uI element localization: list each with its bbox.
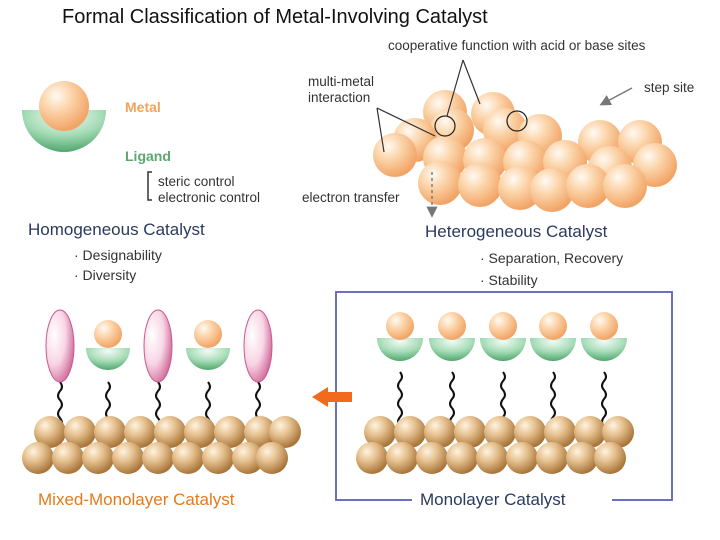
monolayer-frame <box>335 291 673 501</box>
metal-particle-cluster <box>373 90 677 212</box>
legend-ligand-label: Ligand <box>125 148 171 164</box>
heterogeneous-bullet: · Stability <box>480 272 538 288</box>
legend-metal-label: Metal <box>125 99 161 115</box>
monolayer-assembly <box>356 312 634 474</box>
step-site-arrow <box>599 87 633 106</box>
steric-control-label: steric control <box>158 174 235 189</box>
active-site-marker <box>434 115 456 137</box>
metal-ligand-units-mixed <box>86 320 230 370</box>
multi-metal-label-line2: interaction <box>308 90 371 105</box>
step-site-label: step site <box>644 80 695 95</box>
page-title: Formal Classification of Metal-Involving… <box>62 6 488 28</box>
electronic-control-label: electronic control <box>158 190 261 205</box>
control-bracket <box>147 171 152 201</box>
electron-transfer-label: electron transfer <box>302 190 400 205</box>
conversion-arrow <box>312 387 352 407</box>
monolayer-label: Monolayer Catalyst <box>420 490 566 509</box>
gold-surface-monolayer <box>356 416 634 474</box>
heterogeneous-title: Heterogeneous Catalyst <box>425 222 608 241</box>
annotation-pointers <box>376 59 481 153</box>
homogeneous-bullet: · Diversity <box>74 267 137 283</box>
mixed-monolayer-assembly <box>22 309 301 474</box>
homogeneous-bullet: · Designability <box>74 247 162 263</box>
pink-ligand-molecules <box>45 309 273 383</box>
cooperative-function-label: cooperative function with acid or base s… <box>388 38 646 53</box>
gold-surface-mixed <box>22 416 301 474</box>
heterogeneous-bullet: · Separation, Recovery <box>480 250 624 266</box>
multi-metal-label-line1: multi-metal <box>308 74 375 89</box>
mixed-monolayer-label: Mixed-Monolayer Catalyst <box>38 490 235 509</box>
legend-metal-sphere <box>39 81 89 131</box>
homogeneous-title: Homogeneous Catalyst <box>28 220 205 239</box>
metal-ligand-units-monolayer <box>377 312 627 361</box>
active-site-marker <box>506 110 528 132</box>
